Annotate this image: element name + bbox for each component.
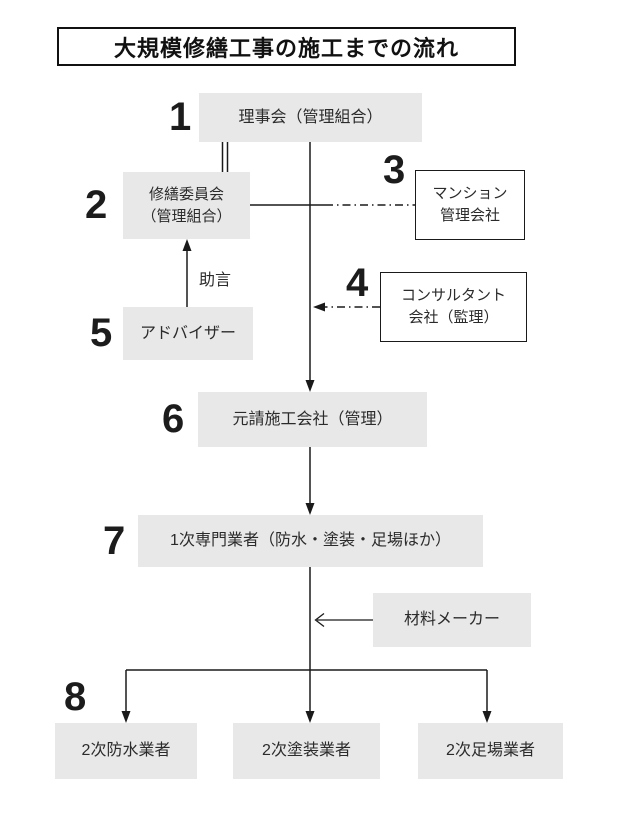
connector-board-prime-contractor <box>305 142 315 392</box>
node-mansion-management-company: マンション 管理会社 <box>415 170 525 240</box>
node-material-maker: 材料メーカー <box>373 593 531 647</box>
connector-primary-branch <box>121 567 492 723</box>
step-number-5: 5 <box>90 311 113 355</box>
step-number-8: 8 <box>64 675 87 719</box>
step-number-2: 2 <box>85 183 108 227</box>
node-advisor: アドバイザー <box>123 307 253 360</box>
connector-consultant-arrow <box>313 302 380 312</box>
node-primary-specialists: 1次専門業者（防水・塗装・足場ほか） <box>138 515 483 567</box>
node-board: 理事会（管理組合） <box>199 93 422 142</box>
advice-edge-label: 助言 <box>199 272 232 289</box>
diagram-title: 大規模修繕工事の施工までの流れ <box>57 27 516 66</box>
step-number-7: 7 <box>103 519 126 563</box>
node-secondary-painting: 2次塗装業者 <box>233 723 380 779</box>
node-secondary-scaffold: 2次足場業者 <box>418 723 563 779</box>
connector-material-maker-arrow <box>314 612 373 628</box>
step-number-3: 3 <box>383 148 406 192</box>
node-repair-committee: 修繕委員会 （管理組合） <box>123 172 250 239</box>
connector-board-committee-double-line <box>221 142 229 172</box>
node-consultant-company: コンサルタント 会社（監理） <box>380 272 527 342</box>
connector-advisor-committee <box>182 239 192 307</box>
step-number-1: 1 <box>169 95 192 139</box>
step-number-4: 4 <box>346 261 369 305</box>
node-secondary-waterproof: 2次防水業者 <box>55 723 197 779</box>
step-number-6: 6 <box>162 397 185 441</box>
connector-prime-primary <box>305 447 315 515</box>
node-prime-contractor: 元請施工会社（管理） <box>198 392 427 447</box>
